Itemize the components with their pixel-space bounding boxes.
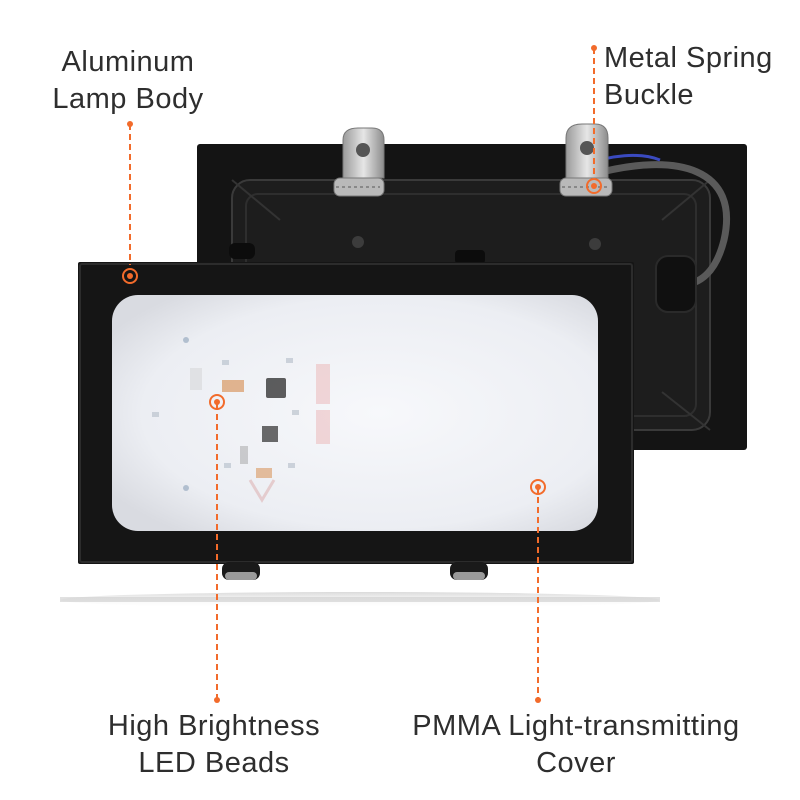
callout-label-led-beads: High Brightness LED Beads [94,708,334,782]
callout-line: PMMA Light-transmitting [412,710,740,742]
callout-dots [127,45,597,703]
spring-clip-left [333,127,385,197]
marker-spring-buckle [586,178,602,194]
spring-clip-right [559,123,613,197]
marker-lamp-body [122,268,138,284]
callout-label-aluminum-lamp-body: Aluminum Lamp Body [38,44,218,118]
floor-shadow [60,592,660,608]
callout-line: Lamp Body [52,83,204,115]
callout-line: Metal Spring [604,42,773,74]
callout-label-pmma-cover: PMMA Light-transmitting Cover [386,708,766,782]
callout-line: Buckle [604,79,695,111]
callout-line: LED Beads [138,747,290,779]
callout-line: Cover [536,747,616,779]
callout-line: High Brightness [107,710,321,742]
callout-lines [129,48,595,700]
callout-line: Aluminum [61,46,195,78]
callout-target-markers [122,178,602,495]
pmma-diffuser [112,295,598,531]
marker-pmma-cover [530,479,546,495]
callout-label-metal-spring-buckle: Metal Spring Buckle [604,40,794,114]
led-circuit-board [152,337,330,503]
marker-led-beads [209,394,225,410]
